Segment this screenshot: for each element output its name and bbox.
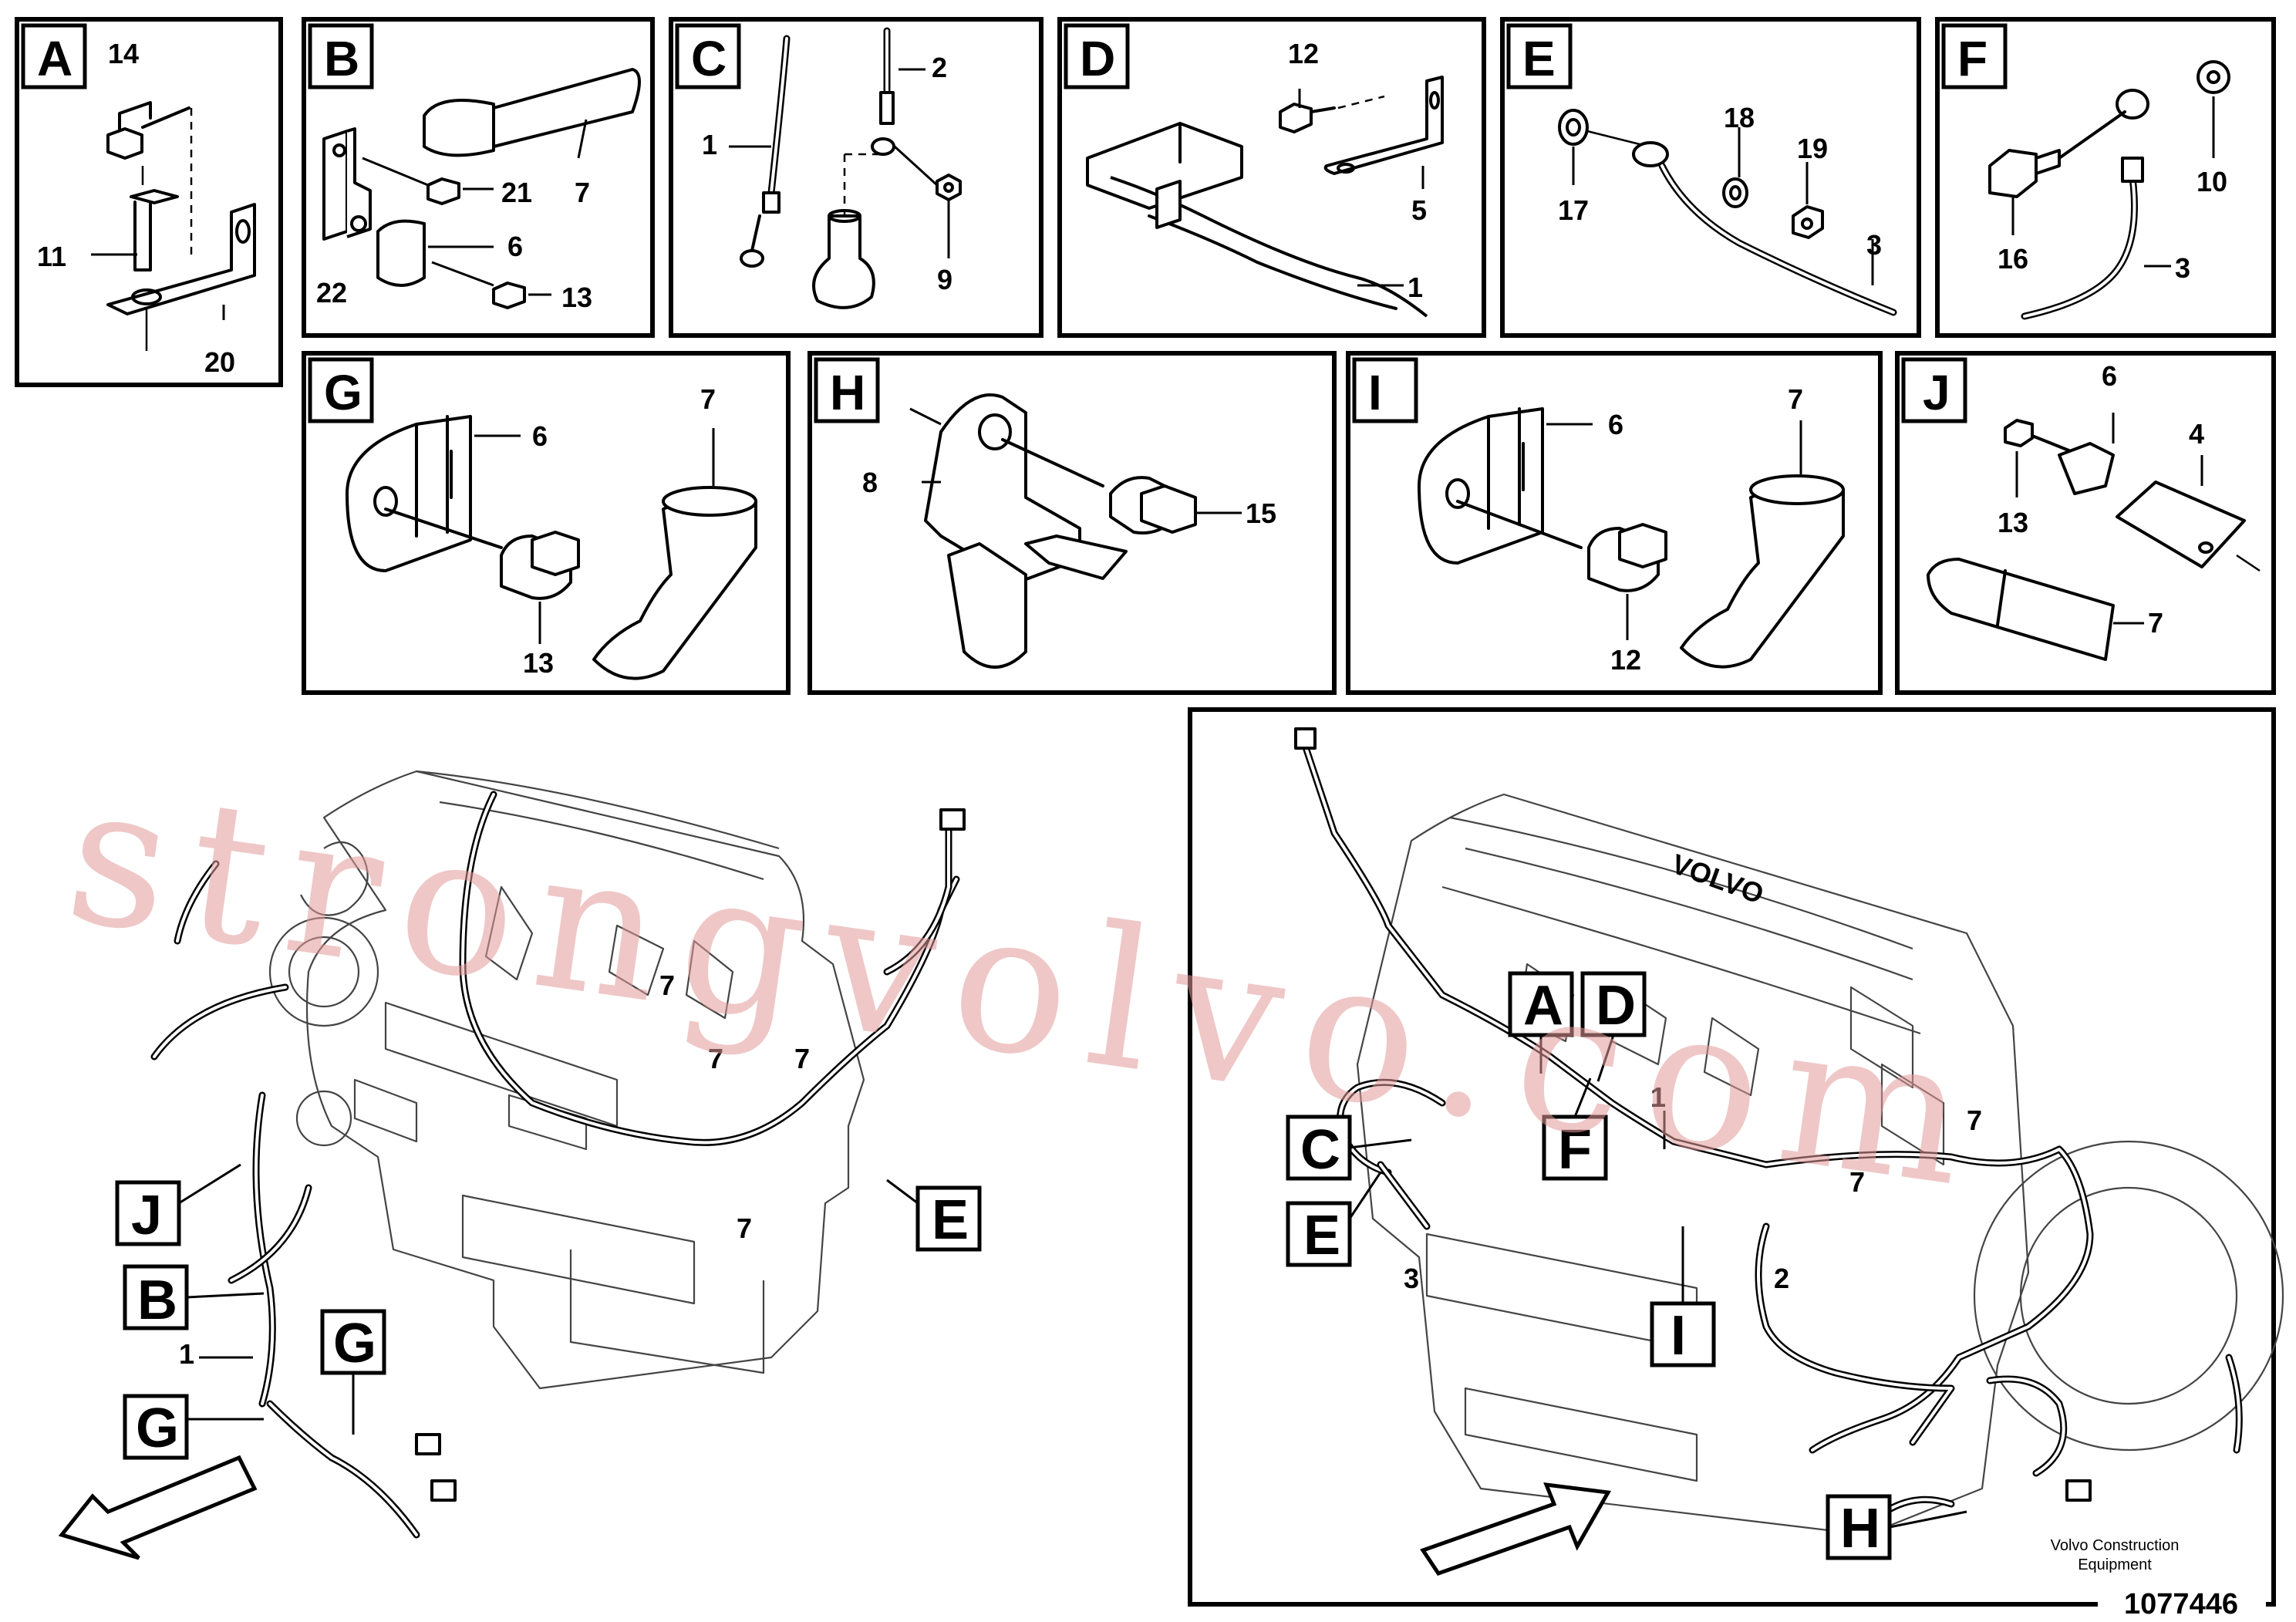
label-d-12: 12 [1288, 38, 1319, 69]
left-label-7c: 7 [794, 1043, 810, 1074]
panel-f: F 16 10 3 [1935, 17, 2276, 338]
label-d-5: 5 [1411, 194, 1427, 226]
panel-d-letter: D [1080, 31, 1115, 86]
left-direction-arrow [58, 1455, 258, 1560]
right-engine-brand: VOLVO [1667, 848, 1768, 910]
right-callout-d: D [1596, 975, 1636, 1037]
panel-g-letter: G [324, 365, 362, 420]
right-callout-c: C [1300, 1119, 1340, 1181]
label-a-14: 14 [108, 38, 139, 69]
panel-h: H 8 15 [807, 351, 1337, 695]
label-c-9: 9 [937, 264, 952, 295]
right-callout-h: H [1840, 1498, 1880, 1560]
panel-b: B 21 7 6 22 13 [302, 17, 655, 338]
label-h-15: 15 [1246, 497, 1276, 529]
document-number: 1077446 [2124, 1588, 2238, 1620]
label-b-22: 22 [316, 277, 347, 309]
left-engine-view: J B G G E 7 7 7 7 1 [58, 770, 982, 1560]
panel-e-letter: E [1522, 31, 1556, 86]
company-name-line2: Equipment [2078, 1556, 2152, 1573]
right-callout-a: A [1523, 975, 1563, 1037]
watermark: strongvolvo.com [56, 740, 2001, 1232]
label-g-13: 13 [523, 647, 554, 679]
panel-a-letter: A [37, 31, 72, 86]
right-label-7b: 7 [1967, 1104, 1982, 1136]
label-e-3: 3 [1866, 229, 1882, 261]
panel-f-letter: F [1957, 31, 1988, 86]
right-direction-arrow [1420, 1482, 1612, 1576]
label-j-4: 4 [2189, 418, 2204, 450]
label-j-13: 13 [1998, 507, 2028, 538]
label-f-16: 16 [1998, 243, 2028, 275]
left-callout-g1: G [136, 1398, 179, 1459]
left-callout-g2: G [333, 1313, 376, 1374]
panel-a: A 14 11 20 [15, 17, 283, 387]
panel-b-letter: B [324, 31, 359, 86]
panel-c: C 2 1 9 [669, 17, 1043, 338]
left-label-7b: 7 [708, 1043, 723, 1074]
right-label-2: 2 [1774, 1263, 1789, 1294]
label-f-3: 3 [2175, 252, 2190, 284]
left-label-7a: 7 [659, 969, 675, 1001]
label-g-6: 6 [532, 420, 548, 452]
label-a-11: 11 [37, 241, 66, 272]
panel-h-letter: H [830, 365, 865, 420]
label-e-19: 19 [1797, 133, 1828, 164]
right-label-7a: 7 [1849, 1166, 1865, 1198]
panel-j-letter: J [1923, 365, 1950, 420]
right-label-1: 1 [1650, 1081, 1666, 1113]
right-callout-f: F [1558, 1119, 1592, 1181]
panel-i-letter: I [1368, 365, 1382, 420]
label-f-10: 10 [2197, 166, 2227, 197]
right-callout-e: E [1303, 1205, 1340, 1266]
label-i-12: 12 [1610, 644, 1641, 676]
label-e-18: 18 [1724, 102, 1755, 133]
label-d-1: 1 [1408, 271, 1423, 303]
label-a-20: 20 [204, 346, 235, 378]
label-j-6: 6 [2102, 360, 2117, 392]
left-callout-b: B [137, 1270, 177, 1331]
company-name-line1: Volvo Construction [2051, 1537, 2180, 1554]
label-h-8: 8 [862, 467, 878, 498]
left-label-7d: 7 [737, 1212, 752, 1244]
left-callout-e: E [932, 1189, 969, 1251]
left-label-1: 1 [179, 1338, 194, 1370]
panel-j: J 6 4 13 7 [1895, 351, 2276, 695]
panel-d: D 12 5 1 [1057, 17, 1486, 338]
label-c-1: 1 [702, 129, 717, 160]
label-i-6: 6 [1608, 409, 1623, 440]
label-e-17: 17 [1558, 194, 1589, 226]
label-b-21: 21 [501, 177, 532, 208]
right-engine-view: VOLVO A D C F E I [1188, 707, 2284, 1620]
panel-c-letter: C [691, 31, 727, 86]
label-g-7: 7 [700, 383, 716, 415]
label-b-13: 13 [561, 282, 592, 313]
panel-i: I 6 7 12 [1346, 351, 1883, 695]
panel-g: G 6 7 13 [302, 351, 791, 695]
label-j-7: 7 [2148, 607, 2163, 639]
label-c-2: 2 [932, 52, 947, 83]
label-b-7: 7 [575, 177, 590, 208]
right-callout-i: I [1671, 1305, 1686, 1367]
panel-e: E 17 18 19 3 [1500, 17, 1921, 338]
label-b-6: 6 [507, 231, 523, 262]
left-callout-j: J [131, 1185, 162, 1246]
right-label-3: 3 [1404, 1263, 1419, 1294]
label-i-7: 7 [1788, 383, 1803, 415]
